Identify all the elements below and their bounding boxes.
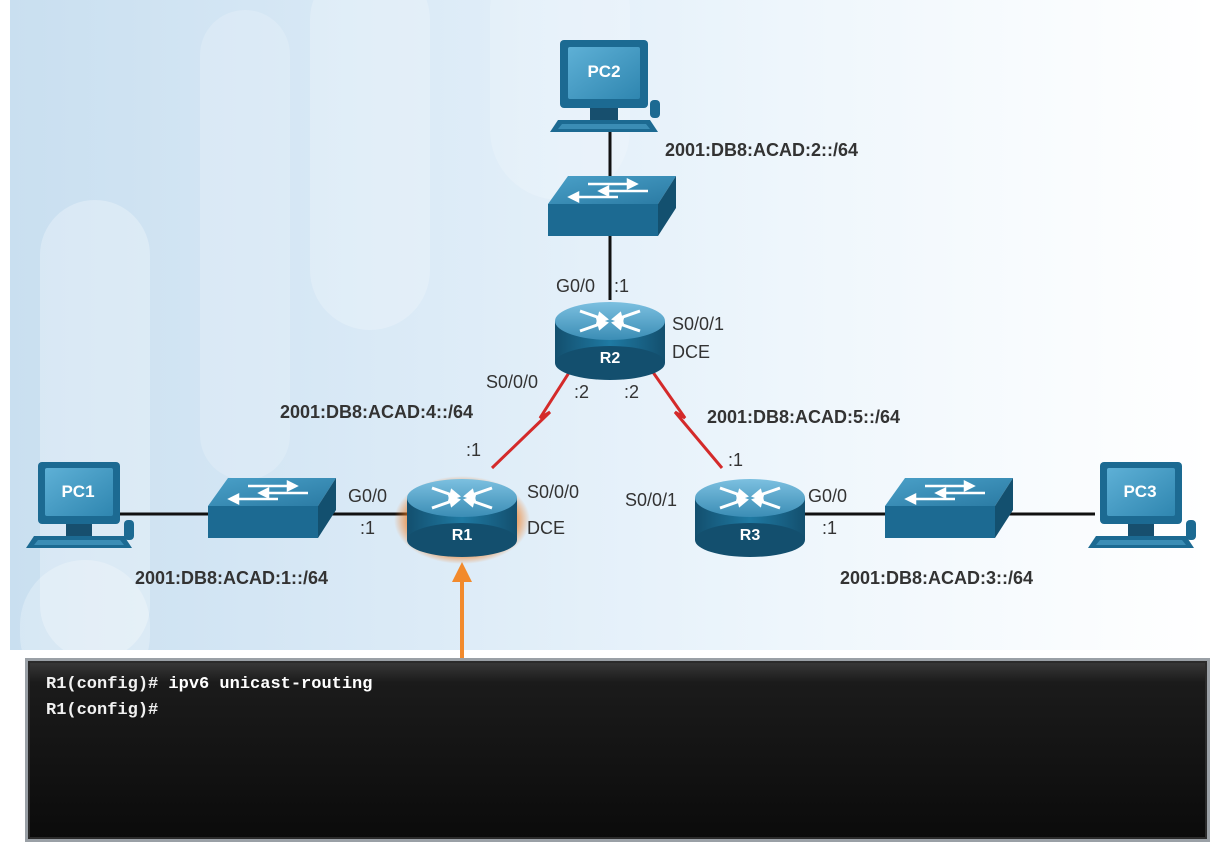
r1-g00-addr: :1 — [360, 518, 376, 538]
pc3-icon — [1088, 462, 1196, 548]
pc2-label: PC2 — [587, 62, 621, 81]
pc1-label: PC1 — [61, 482, 95, 501]
pc1-icon — [26, 462, 134, 548]
router-r3-icon — [695, 479, 805, 557]
background-shape — [200, 10, 290, 480]
r2-s000-addr: :2 — [574, 382, 590, 402]
network-label-2: 2001:DB8:ACAD:2::/64 — [665, 140, 859, 160]
serial-link-r2-r3 — [648, 367, 724, 469]
cli-terminal[interactable]: R1(config)# ipv6 unicast-routing R1(conf… — [25, 658, 1210, 842]
switch-right-icon — [885, 478, 1013, 538]
network-label-4: 2001:DB8:ACAD:4::/64 — [280, 402, 474, 422]
r2-label: R2 — [599, 350, 621, 367]
router-r1-icon — [394, 476, 530, 564]
r1-s000-label: S0/0/0 — [527, 482, 580, 502]
background-shape — [40, 200, 150, 660]
router-r2-icon — [555, 302, 665, 380]
terminal-command: ipv6 unicast-routing — [168, 675, 373, 694]
pc2-icon — [550, 40, 660, 132]
r2-s001-addr: :2 — [624, 382, 640, 402]
r1-label: R1 — [451, 527, 473, 544]
network-label-3: 2001:DB8:ACAD:3::/64 — [840, 568, 1034, 588]
terminal-line-1: R1(config)# ipv6 unicast-routing — [46, 675, 372, 694]
r3-serial-addr: :1 — [728, 450, 744, 470]
r1-dce-label: DCE — [527, 518, 566, 538]
network-label-1: 2001:DB8:ACAD:1::/64 — [135, 568, 329, 588]
terminal-prompt: R1(config)# — [46, 675, 159, 694]
r2-g00-addr: :1 — [614, 276, 630, 296]
r2-dce-label: DCE — [672, 342, 711, 362]
r2-s000-label: S0/0/0 — [486, 372, 539, 392]
pc3-label: PC3 — [1123, 482, 1157, 501]
pointer-arrow-icon — [452, 562, 472, 658]
switch-top-icon — [548, 176, 676, 236]
network-label-5: 2001:DB8:ACAD:5::/64 — [707, 407, 901, 427]
terminal-line-2: R1(config)# — [46, 701, 158, 720]
r2-s001-label: S0/0/1 — [672, 314, 725, 334]
switch-left-icon — [208, 478, 336, 538]
background-shape — [310, 0, 430, 330]
terminal-prompt: R1(config)# — [46, 701, 159, 720]
r3-g00-addr: :1 — [822, 518, 838, 538]
r2-g00-label: G0/0 — [556, 276, 596, 296]
r1-serial-addr: :1 — [466, 440, 482, 460]
r3-g00-label: G0/0 — [808, 486, 848, 506]
r3-label: R3 — [739, 527, 761, 544]
r3-s001-label: S0/0/1 — [625, 490, 678, 510]
serial-link-r1-r2 — [490, 367, 574, 470]
r1-g00-label: G0/0 — [348, 486, 388, 506]
serial-links — [490, 367, 724, 470]
